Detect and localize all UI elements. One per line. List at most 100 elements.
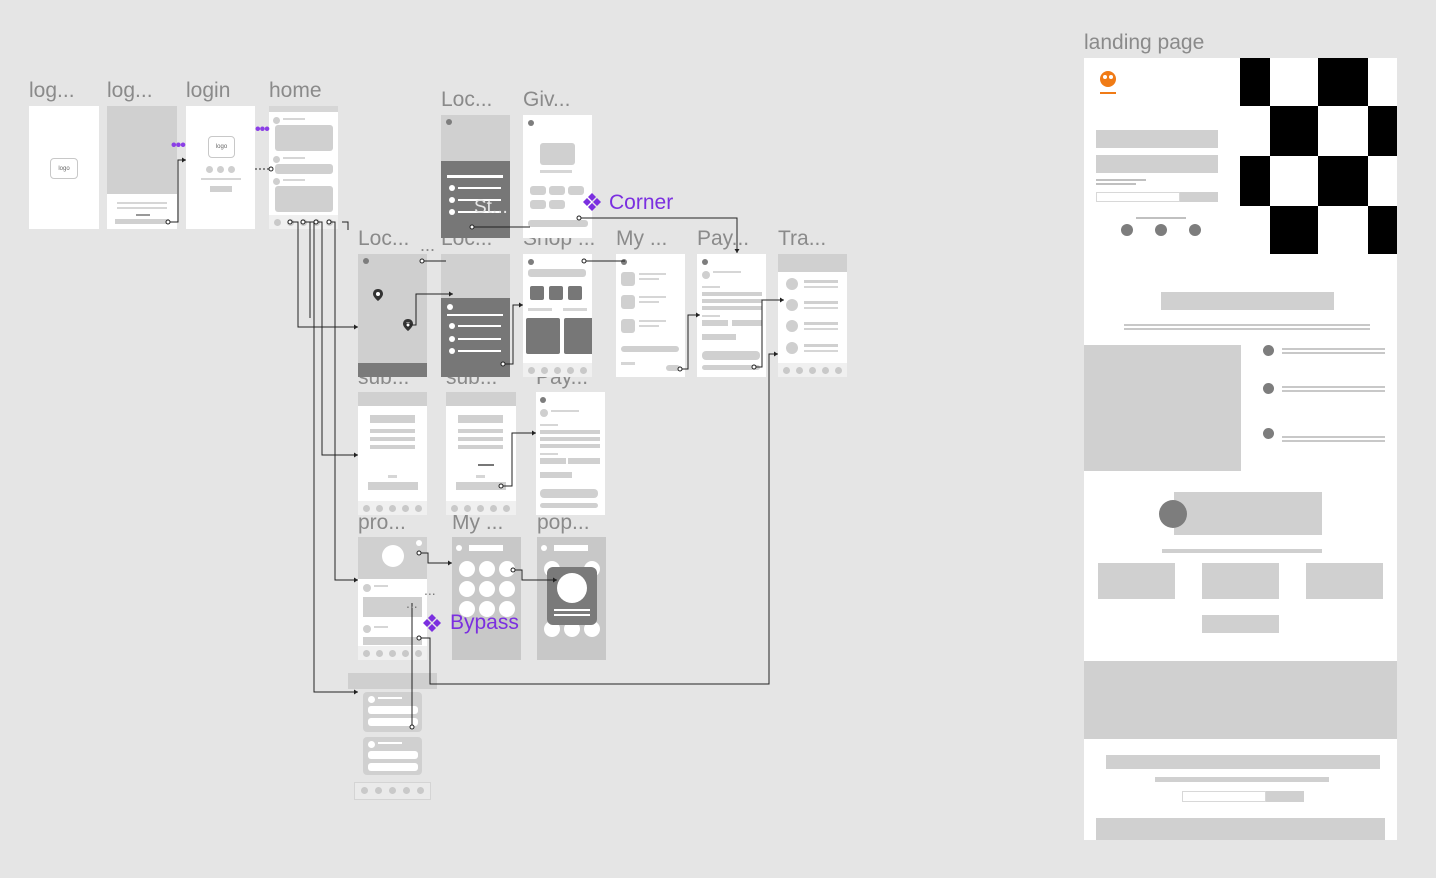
post-card[interactable] xyxy=(363,637,422,645)
back-icon[interactable] xyxy=(446,119,452,125)
frame-loc-top[interactable] xyxy=(441,115,510,238)
option-chip[interactable] xyxy=(568,186,584,195)
frame-label-loc-top[interactable]: Loc... xyxy=(441,88,493,111)
input-field[interactable] xyxy=(540,458,566,464)
tab-bar[interactable] xyxy=(355,783,430,799)
store-badge-icon[interactable] xyxy=(1121,224,1133,236)
pay-button[interactable] xyxy=(540,489,598,498)
option-chip[interactable] xyxy=(530,200,546,209)
frame-my-1[interactable] xyxy=(616,254,685,377)
card[interactable] xyxy=(275,186,333,212)
tab-bar[interactable] xyxy=(358,501,427,515)
frame-sub-2[interactable] xyxy=(446,392,516,515)
map-pin-icon[interactable] xyxy=(403,319,413,331)
bottom-sheet[interactable] xyxy=(358,363,427,377)
input-field[interactable] xyxy=(568,458,600,464)
frame-pro[interactable] xyxy=(358,537,427,660)
frame-label-my-2[interactable]: My ... xyxy=(452,511,504,534)
settings-icon[interactable] xyxy=(416,540,422,546)
back-icon[interactable] xyxy=(540,397,546,403)
prototype-node-icon[interactable]: ••• xyxy=(171,137,186,154)
frame-loc-map[interactable] xyxy=(358,254,427,377)
back-icon[interactable] xyxy=(702,259,708,265)
banner-card[interactable] xyxy=(275,125,333,151)
social-login-icon[interactable] xyxy=(228,166,235,173)
back-icon[interactable] xyxy=(456,545,462,551)
input-field[interactable] xyxy=(702,320,728,326)
component-icon[interactable] xyxy=(582,192,602,212)
email-input[interactable] xyxy=(1096,192,1180,202)
tab-bar[interactable] xyxy=(523,363,592,377)
back-icon[interactable] xyxy=(528,259,534,265)
social-login-icon[interactable] xyxy=(206,166,213,173)
back-icon[interactable] xyxy=(621,259,627,265)
login-button[interactable] xyxy=(210,186,232,192)
category-tile[interactable] xyxy=(568,286,582,300)
frame-label-loc-map[interactable]: Loc... xyxy=(358,227,410,250)
frame-login-3[interactable]: logo xyxy=(186,106,255,229)
option-chip[interactable] xyxy=(549,200,565,209)
frame-label-pro[interactable]: pro... xyxy=(358,511,406,534)
frame-login-2[interactable] xyxy=(107,106,177,229)
store-badge-icon[interactable] xyxy=(1189,224,1201,236)
frame-login-1[interactable]: logo xyxy=(29,106,99,229)
tab-bar[interactable] xyxy=(446,501,516,515)
product-card[interactable] xyxy=(526,318,560,354)
footer-submit-button[interactable] xyxy=(1266,791,1304,802)
frame-header-strip[interactable] xyxy=(348,673,437,689)
prototype-node-icon[interactable]: ••• xyxy=(255,121,270,138)
frame-landing-page[interactable] xyxy=(1084,58,1397,840)
frame-pay-1[interactable] xyxy=(697,254,766,377)
frame-tra[interactable] xyxy=(778,254,847,377)
frame-label-login-3[interactable]: login xyxy=(186,79,231,102)
frame-home[interactable] xyxy=(269,106,338,229)
signup-button[interactable] xyxy=(1180,192,1218,202)
frame-sub-1[interactable] xyxy=(358,392,427,515)
frame-giv[interactable] xyxy=(523,115,592,238)
subscribe-button[interactable] xyxy=(368,482,418,490)
store-badge-icon[interactable] xyxy=(1155,224,1167,236)
input-field[interactable] xyxy=(540,472,572,478)
social-login-icon[interactable] xyxy=(217,166,224,173)
component-label-corner[interactable]: Corner xyxy=(609,191,674,214)
subscribe-button[interactable] xyxy=(456,482,506,490)
frame-label-pop[interactable]: pop... xyxy=(537,511,590,534)
frame-label-pay-1[interactable]: Pay... xyxy=(697,227,750,250)
map-pin-icon[interactable] xyxy=(373,289,383,301)
tab-bar[interactable] xyxy=(269,215,338,229)
frame-my-2[interactable] xyxy=(452,537,521,660)
badge-item[interactable] xyxy=(459,561,475,577)
badge-item[interactable] xyxy=(499,581,515,597)
frame-notification-list[interactable] xyxy=(363,689,422,779)
frame-label-giv[interactable]: Giv... xyxy=(523,88,571,111)
tab-bar[interactable] xyxy=(358,646,427,660)
frame-label-my-1[interactable]: My ... xyxy=(616,227,668,250)
search-bar[interactable] xyxy=(528,269,586,277)
badge-item[interactable] xyxy=(479,581,495,597)
input-field[interactable] xyxy=(732,320,762,326)
back-icon[interactable] xyxy=(541,545,547,551)
continue-button[interactable] xyxy=(115,219,169,224)
tab-bar-detached[interactable] xyxy=(354,782,431,800)
frame-label-home[interactable]: home xyxy=(269,79,322,102)
frame-pop[interactable] xyxy=(537,537,606,660)
frame-label-tra[interactable]: Tra... xyxy=(778,227,827,250)
badge-item[interactable] xyxy=(479,561,495,577)
checkout-button[interactable] xyxy=(666,365,680,371)
category-tile[interactable] xyxy=(530,286,544,300)
tab-bar[interactable] xyxy=(778,363,847,377)
back-icon[interactable] xyxy=(363,258,369,264)
footer-email-input[interactable] xyxy=(1182,791,1266,802)
frame-label-login-1[interactable]: log... xyxy=(29,79,75,102)
frame-label-landing[interactable]: landing page xyxy=(1084,31,1205,54)
back-icon[interactable] xyxy=(528,120,534,126)
badge-item[interactable] xyxy=(459,581,475,597)
component-label-bypass[interactable]: Bypass xyxy=(450,611,519,634)
frame-shop[interactable] xyxy=(523,254,592,377)
option-chip[interactable] xyxy=(549,186,565,195)
badge-item[interactable] xyxy=(499,561,515,577)
option-chip[interactable] xyxy=(530,186,546,195)
submit-button[interactable] xyxy=(528,220,588,227)
pay-button[interactable] xyxy=(702,351,760,360)
post-card[interactable] xyxy=(363,597,422,617)
